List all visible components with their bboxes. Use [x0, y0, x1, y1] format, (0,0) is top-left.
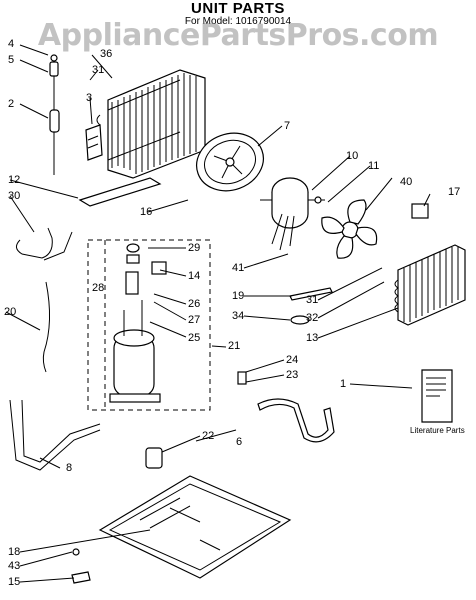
callout-c32: 32 [306, 312, 319, 324]
callout-c26: 26 [188, 298, 201, 310]
accumulator [145, 447, 163, 469]
callout-c30: 30 [8, 190, 21, 202]
callout-c7: 7 [284, 120, 291, 132]
grommet [237, 371, 247, 385]
callout-c11: 11 [368, 160, 380, 172]
suction-tube [9, 399, 101, 471]
base-tube [78, 177, 162, 207]
callout-c24: 24 [286, 354, 299, 366]
callout-c4: 4 [8, 38, 15, 50]
callout-c20: 20 [4, 306, 17, 318]
callout-c27: 27 [188, 314, 201, 326]
callout-c23: 23 [286, 369, 299, 381]
callout-c19: 19 [232, 290, 245, 302]
coil-bracket [85, 124, 103, 161]
callout-c5: 5 [8, 54, 15, 66]
callout-c6: 6 [236, 436, 243, 448]
filter-drier [49, 54, 60, 175]
callout-c12: 12 [8, 174, 21, 186]
compressor [109, 300, 161, 403]
callout-c14: 14 [188, 270, 201, 282]
diagram-title: UNIT PARTS [191, 0, 285, 17]
callout-c1: 1 [340, 378, 347, 390]
retaining-clip [290, 315, 310, 325]
callout-c10: 10 [346, 150, 359, 162]
callout-c15: 15 [8, 576, 21, 588]
condenser-coil [96, 69, 206, 179]
callout-c13: 13 [306, 332, 319, 344]
callout-c34: 34 [232, 310, 245, 322]
callout-c21: 21 [228, 340, 241, 352]
screw [72, 548, 80, 556]
model-subtitle: For Model: 1016790014 [184, 16, 292, 27]
callout-c16: 16 [140, 206, 153, 218]
capacitor-assembly [125, 243, 167, 295]
fan-blade [196, 132, 264, 192]
evaporator-coil [394, 244, 466, 326]
callout-c3: 3 [86, 92, 93, 104]
mounting-bracket [71, 571, 91, 584]
callout-c31b: 31 [306, 294, 319, 306]
tube-30 [16, 227, 73, 261]
callout-c29: 29 [188, 242, 201, 254]
callout-c43: 43 [8, 560, 21, 572]
discharge-tube [257, 398, 335, 443]
heater-element [289, 287, 333, 301]
callout-c18: 18 [8, 546, 21, 558]
callout-c8: 8 [66, 462, 73, 474]
wire-harness [42, 281, 51, 373]
callout-c28: 28 [92, 282, 105, 294]
callout-c17: 17 [448, 186, 461, 198]
callout-c22: 22 [202, 430, 215, 442]
callout-c31a: 31 [92, 64, 105, 76]
overload-relay [411, 203, 429, 219]
callout-c2: 2 [8, 98, 15, 110]
literature-booklet [421, 369, 453, 423]
leader-lines [5, 44, 431, 583]
blower-wheel [321, 199, 378, 259]
compressor-enclosure [87, 239, 211, 411]
literature-label: Literature Parts [410, 426, 465, 435]
base-pan [98, 475, 292, 579]
callout-c25: 25 [188, 332, 201, 344]
callout-c36: 36 [100, 48, 113, 60]
callout-c40: 40 [400, 176, 413, 188]
fan-motor [260, 177, 325, 251]
callout-c41: 41 [232, 262, 245, 274]
